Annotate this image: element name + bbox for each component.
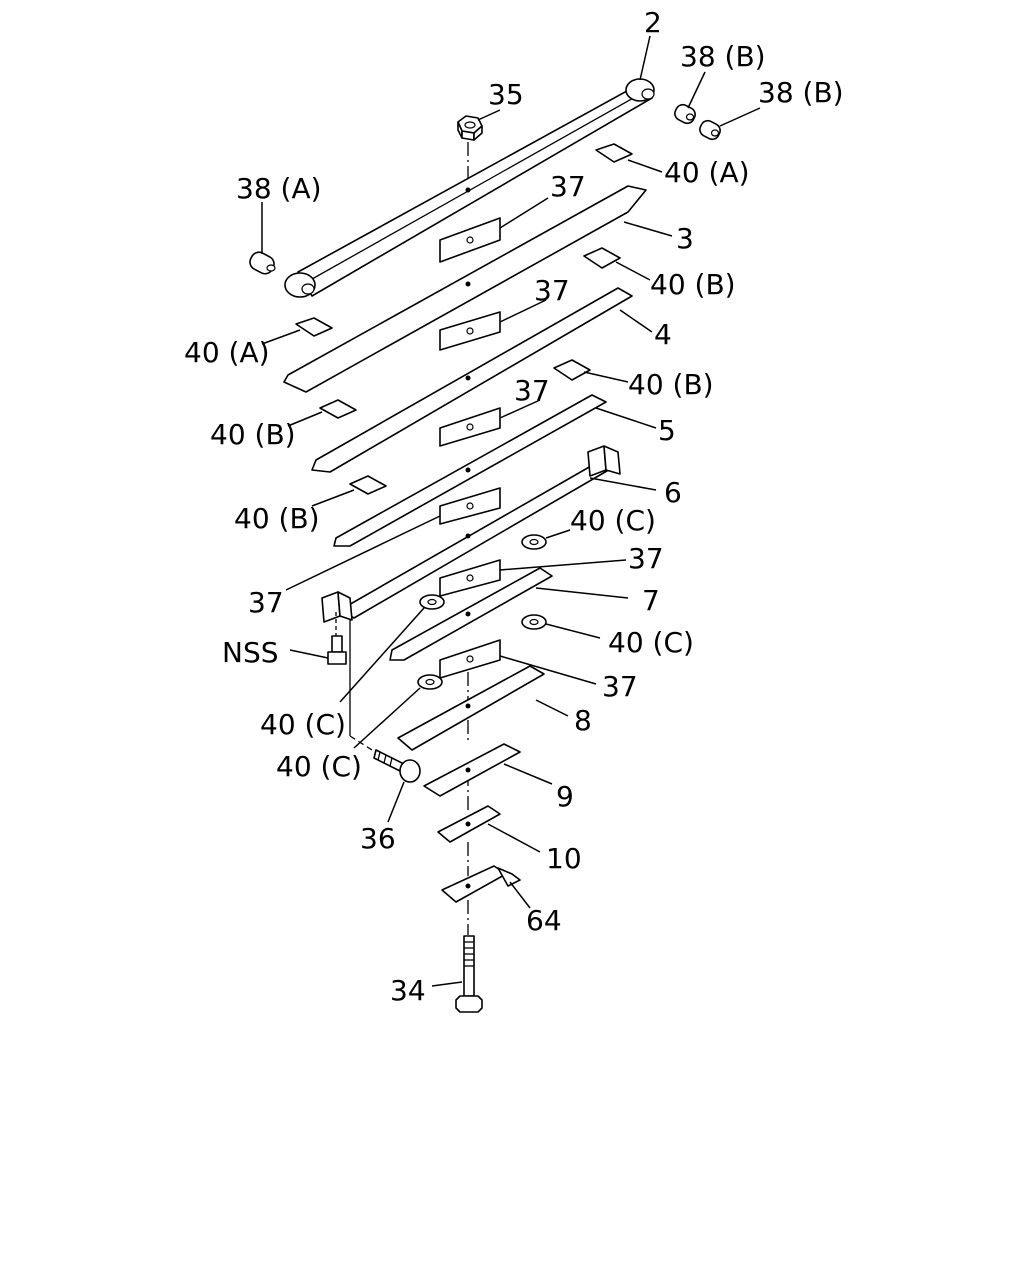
pad-40a-left xyxy=(295,317,333,337)
label-9: 9 xyxy=(556,780,574,813)
bolt-36 xyxy=(349,620,421,783)
label-38b-1: 38 (B) xyxy=(680,40,766,73)
label-40c-r1: 40 (C) xyxy=(570,504,656,537)
label-2: 2 xyxy=(644,6,662,39)
label-3: 3 xyxy=(676,222,694,255)
label-40b-r1: 40 (B) xyxy=(650,268,736,301)
label-5: 5 xyxy=(658,414,676,447)
label-6: 6 xyxy=(664,476,682,509)
plate-9 xyxy=(423,743,521,797)
label-40a-left: 40 (A) xyxy=(184,336,270,369)
pad-40b-r2 xyxy=(553,359,591,381)
label-40c-l1: 40 (C) xyxy=(260,708,346,741)
part-labels: 2 38 (B) 38 (B) 35 40 (A) 37 38 (A) 3 40… xyxy=(184,6,844,1007)
leaf-8 xyxy=(397,665,545,751)
washer-40c-r2 xyxy=(521,614,547,630)
bushing-38b-inner xyxy=(674,103,696,125)
label-4: 4 xyxy=(654,318,672,351)
center-bolt-34 xyxy=(455,935,483,1013)
label-7: 7 xyxy=(642,584,660,617)
label-37-4: 37 xyxy=(628,542,664,575)
label-37-left: 37 xyxy=(248,586,284,619)
pad-40b-l2 xyxy=(349,475,387,495)
label-nss: NSS xyxy=(222,636,279,669)
label-40b-l1: 40 (B) xyxy=(210,418,296,451)
washer-40c-l1 xyxy=(419,594,445,610)
label-37-1: 37 xyxy=(550,170,586,203)
label-35: 35 xyxy=(488,78,524,111)
label-10: 10 xyxy=(546,842,582,875)
bushing-38a xyxy=(249,251,276,275)
label-38a: 38 (A) xyxy=(236,172,322,205)
pad-40a-top xyxy=(595,143,633,163)
leaf-4 xyxy=(311,287,633,473)
label-8: 8 xyxy=(574,704,592,737)
label-34: 34 xyxy=(390,974,426,1007)
label-40b-l2: 40 (B) xyxy=(234,502,320,535)
label-38b-2: 38 (B) xyxy=(758,76,844,109)
nss-bolt xyxy=(327,612,347,665)
label-40b-r2: 40 (B) xyxy=(628,368,714,401)
nut-35 xyxy=(457,115,483,141)
leaf-3 xyxy=(283,185,647,393)
pad-40b-r1 xyxy=(583,247,621,269)
label-40c-r2: 40 (C) xyxy=(608,626,694,659)
washer-40c-r1 xyxy=(521,534,547,550)
bracket-64 xyxy=(441,865,521,903)
leaf-7 xyxy=(389,559,553,661)
leaf-6 xyxy=(321,445,621,623)
label-37-3: 37 xyxy=(514,374,550,407)
washer-40c-l2 xyxy=(417,674,443,690)
label-40c-l2: 40 (C) xyxy=(276,750,362,783)
label-64: 64 xyxy=(526,904,562,937)
label-40a-top: 40 (A) xyxy=(664,156,750,189)
leader-lines xyxy=(261,35,761,987)
label-37-5: 37 xyxy=(602,670,638,703)
pad-37-lower xyxy=(439,639,501,679)
pad-40b-l1 xyxy=(319,399,357,419)
bushing-38b-outer xyxy=(699,119,721,141)
plate-10 xyxy=(437,805,501,843)
label-37-2: 37 xyxy=(534,274,570,307)
leaf-5 xyxy=(333,394,607,547)
main-leaf-2 xyxy=(284,78,655,298)
label-36: 36 xyxy=(360,822,396,855)
